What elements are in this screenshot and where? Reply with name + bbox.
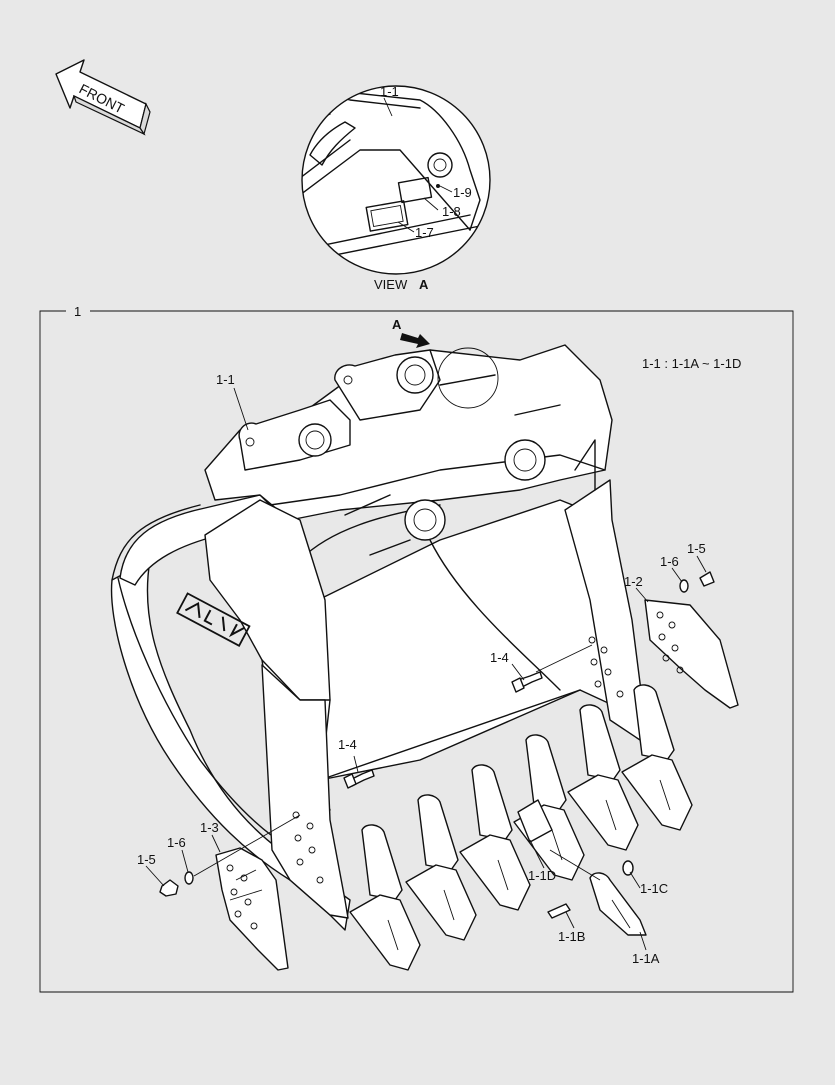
tooth-5: [567, 704, 639, 851]
label-side-cutter-right: 1-2: [624, 574, 643, 589]
front-arrow-icon: FRONT: [55, 59, 151, 136]
label-bolt-left: 1-4: [338, 737, 357, 752]
detail-label-1-9: 1-9: [453, 185, 472, 200]
bolt-holes: [292, 636, 624, 884]
bolts: [343, 671, 543, 789]
label-washer-right: 1-6: [660, 554, 679, 569]
label-pin: 1-1B: [558, 929, 585, 944]
detail-caption-letter: A: [419, 277, 429, 292]
detail-view-a: 1-1 1-9 1-8 1-7 VIEW A: [301, 84, 491, 292]
tooth-3: [459, 764, 531, 911]
label-tooth: 1-1A: [632, 951, 660, 966]
tooth-6: [621, 684, 693, 831]
assembly-note: 1-1 : 1-1A ~ 1-1D: [642, 356, 741, 371]
label-adapter: 1-1D: [528, 868, 556, 883]
detail-label-1-8: 1-8: [442, 204, 461, 219]
tooth-1: [349, 824, 421, 971]
brand-logo-stamp: [176, 592, 251, 647]
label-nut-left: 1-5: [137, 852, 156, 867]
bucket-body: A: [110, 317, 647, 931]
pin-1-1b: [547, 903, 571, 919]
adapter-1-1d: [517, 799, 553, 843]
side-cutter-right: [644, 571, 739, 709]
assembly-number: 1: [74, 304, 81, 319]
view-marker-letter: A: [392, 317, 402, 332]
label-bucket: 1-1: [216, 372, 235, 387]
label-lock: 1-1C: [640, 881, 668, 896]
view-a-marker-arrow-icon: A: [392, 317, 430, 348]
detail-label-1-1: 1-1: [380, 84, 399, 99]
side-cutter-left: [159, 847, 289, 971]
detail-label-1-7: 1-7: [415, 225, 434, 240]
exploded-tooth: [547, 860, 647, 936]
label-side-cutter-left: 1-3: [200, 820, 219, 835]
label-bolt-right: 1-4: [490, 650, 509, 665]
detail-caption-prefix: VIEW: [374, 277, 408, 292]
label-washer-left: 1-6: [167, 835, 186, 850]
part-labels: 1-1 1-2 1-5 1-6 1-4 1-4 1-3 1-6 1-5 1-1D…: [137, 372, 706, 966]
tooth-2: [405, 794, 477, 941]
assembly-frame: 1 1-1 : 1-1A ~ 1-1D: [39, 304, 794, 993]
lock-1-1c: [622, 860, 634, 876]
label-nut-right: 1-5: [687, 541, 706, 556]
leader-lines: [145, 387, 707, 951]
teeth-row: [349, 684, 693, 971]
